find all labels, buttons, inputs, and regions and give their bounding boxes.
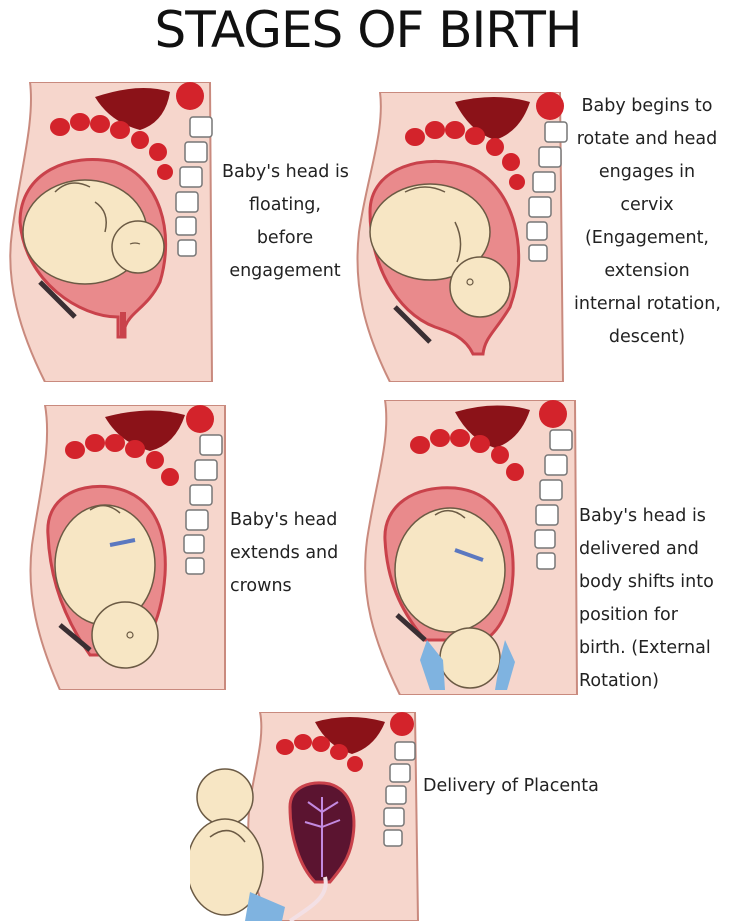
spine-vertebrae [534, 429, 573, 570]
caption-line: Rotation) [579, 671, 660, 691]
stage-1-illustration [0, 82, 225, 382]
caption-line: engages in [598, 162, 696, 182]
caption-line: (Engagement, [584, 228, 709, 248]
glove-right [495, 640, 515, 690]
caption-line: delivered and [579, 539, 699, 559]
intestine-loops [276, 734, 363, 772]
kidney [390, 712, 414, 736]
kidney [536, 92, 564, 120]
dark-hair-band [393, 305, 432, 344]
glove [245, 892, 285, 921]
spine-vertebrae [383, 741, 416, 847]
intestine-loops [50, 113, 173, 180]
dark-hair-band [58, 623, 92, 652]
caption-line: floating, [249, 195, 321, 215]
intestine-loops [405, 121, 525, 190]
liver [455, 97, 530, 140]
caption-line: descent) [608, 327, 686, 347]
caption-line: extension [604, 261, 690, 281]
stage-4-illustration [355, 400, 580, 695]
caption-line: internal rotation, [574, 294, 721, 314]
spine-vertebrae [175, 116, 213, 257]
stage-3-caption: Baby's head extends and crowns [230, 504, 350, 603]
liver [105, 410, 185, 451]
caption-line: rotate and head [576, 129, 718, 149]
stage-5-caption: Delivery of Placenta [423, 770, 623, 803]
caption-line: birth. (External [579, 638, 711, 658]
caption-line: position for [579, 605, 678, 625]
caption-line: Baby's head is [579, 506, 706, 526]
caption-line: body shifts into [579, 572, 714, 592]
caption-line: cervix [620, 195, 674, 215]
kidney [186, 405, 214, 433]
cervix-canal [120, 312, 126, 337]
liver [455, 405, 530, 448]
intestine-loops [65, 434, 179, 486]
newborn-baby [190, 768, 264, 916]
kidney [176, 82, 204, 110]
baby-fetus [22, 179, 165, 285]
glove-left [420, 640, 445, 690]
caption-line: Baby begins to [581, 96, 713, 116]
caption-line: Baby's head [230, 510, 338, 530]
umbilical-cord [288, 876, 328, 921]
spine-vertebrae [183, 434, 223, 575]
dark-hair-band [38, 280, 77, 319]
dark-hair-band [395, 613, 427, 642]
intestine-loops [410, 429, 524, 481]
baby-fetus [369, 183, 511, 318]
caption-line: Baby's head is [222, 162, 349, 182]
caption-line: extends and [230, 543, 339, 563]
baby-fetus [394, 507, 506, 689]
caption-line: before [256, 228, 314, 248]
caption-line: crowns [230, 576, 292, 596]
caption-line: engagement [229, 261, 341, 281]
stage-5-illustration [190, 712, 420, 921]
stage-1-caption: Baby's head is floating, before engageme… [222, 156, 349, 288]
placenta-vessels [304, 797, 341, 877]
liver [315, 717, 385, 754]
caption-line: Delivery of Placenta [423, 776, 599, 796]
stage-2-illustration [345, 92, 575, 382]
stage-2-caption: Baby begins to rotate and head engages i… [574, 90, 721, 354]
stage-4-caption: Baby's head is delivered and body shifts… [579, 500, 729, 698]
liver [95, 88, 170, 130]
kidney [539, 400, 567, 428]
baby-fetus [54, 504, 159, 669]
page-title: STAGES OF BIRTH [154, 1, 583, 59]
stage-3-illustration [20, 405, 230, 690]
spine-vertebrae [526, 121, 568, 262]
